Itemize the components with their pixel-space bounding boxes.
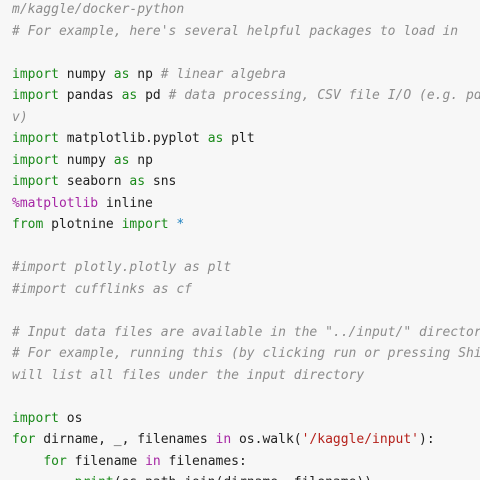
code-line: import pandas as pd # data processing, C…	[12, 85, 480, 106]
code-line: import os	[12, 408, 82, 429]
code-token: import	[12, 131, 59, 146]
code-line: import numpy as np # linear algebra	[12, 64, 286, 85]
code-line: #import cufflinks as cf	[12, 279, 192, 300]
code-token: as	[129, 174, 146, 189]
code-token: from	[12, 217, 44, 232]
code-line: print(os.path.join(dirname, filename))	[12, 472, 372, 480]
code-token: # For example, running this (by clicking…	[12, 346, 480, 361]
code-token: seaborn	[58, 174, 130, 189]
code-token: filenames:	[160, 453, 247, 469]
code-token: %matplotlib	[12, 195, 99, 211]
code-token: import	[121, 217, 169, 232]
code-token	[12, 454, 43, 469]
code-token: v)	[12, 109, 28, 125]
code-line: m/kaggle/docker-python	[12, 0, 184, 20]
code-line: import matplotlib.pyplot as plt	[12, 128, 255, 149]
code-token: os	[58, 410, 83, 426]
code-token: will list all files under the input dire…	[12, 367, 365, 383]
code-line: import numpy as np	[12, 150, 153, 171]
code-token: ):	[419, 432, 435, 447]
code-line: # Input data files are available in the …	[12, 322, 480, 343]
code-token: import	[12, 410, 59, 426]
code-token: filename	[66, 453, 146, 469]
code-token: plt	[223, 131, 255, 146]
code-line: v)	[12, 107, 28, 128]
code-token: as	[113, 66, 130, 82]
code-token: os.walk(	[231, 432, 302, 447]
code-line: for filename in filenames:	[12, 451, 247, 472]
code-token: sns	[145, 174, 177, 189]
code-token: for	[43, 453, 67, 469]
code-token: pandas	[58, 88, 122, 103]
code-token: print	[75, 475, 114, 480]
code-token: in	[145, 453, 161, 469]
code-token: np	[129, 152, 153, 168]
code-token: for	[12, 432, 36, 447]
code-token: *	[176, 217, 185, 232]
code-token: #import cufflinks as cf	[12, 281, 193, 297]
code-line: will list all files under the input dire…	[12, 365, 364, 386]
code-token: as	[113, 152, 130, 168]
code-line: from plotnine import *	[12, 214, 184, 235]
code-line: # For example, here's several helpful pa…	[12, 21, 458, 42]
code-token: # Input data files are available in the …	[12, 324, 480, 340]
code-token: import	[12, 88, 59, 103]
code-token: #import plotly.plotly as plt	[12, 260, 232, 275]
code-token: as	[121, 88, 138, 103]
code-token: plotnine	[43, 217, 122, 232]
code-token: m/kaggle/docker-python	[12, 2, 185, 17]
code-token: '/kaggle/input'	[301, 432, 420, 447]
code-line: %matplotlib inline	[12, 193, 153, 214]
code-token: import	[12, 174, 59, 189]
code-token: pd	[137, 88, 169, 103]
code-token: import	[12, 66, 59, 82]
code-token: np	[129, 66, 161, 82]
code-token: # For example, here's several helpful pa…	[12, 23, 459, 39]
code-token: # data processing, CSV file I/O (e.g. pd…	[168, 88, 480, 103]
code-token: inline	[98, 195, 153, 211]
code-token: dirname, _, filenames	[35, 432, 216, 447]
code-token: # linear algebra	[160, 66, 286, 82]
code-token: matplotlib.pyplot	[58, 131, 208, 146]
code-token: numpy	[58, 152, 114, 168]
code-line: #import plotly.plotly as plt	[12, 257, 231, 278]
code-token: as	[207, 131, 224, 146]
code-token: in	[215, 432, 232, 447]
code-token	[12, 475, 75, 480]
code-token: (os.path.join(dirname, filename))	[114, 475, 372, 480]
code-token: import	[12, 152, 59, 168]
code-line: for dirname, _, filenames in os.walk('/k…	[12, 429, 435, 450]
code-token: numpy	[58, 66, 114, 82]
code-line: import seaborn as sns	[12, 171, 176, 192]
code-line: # For example, running this (by clicking…	[12, 343, 480, 364]
